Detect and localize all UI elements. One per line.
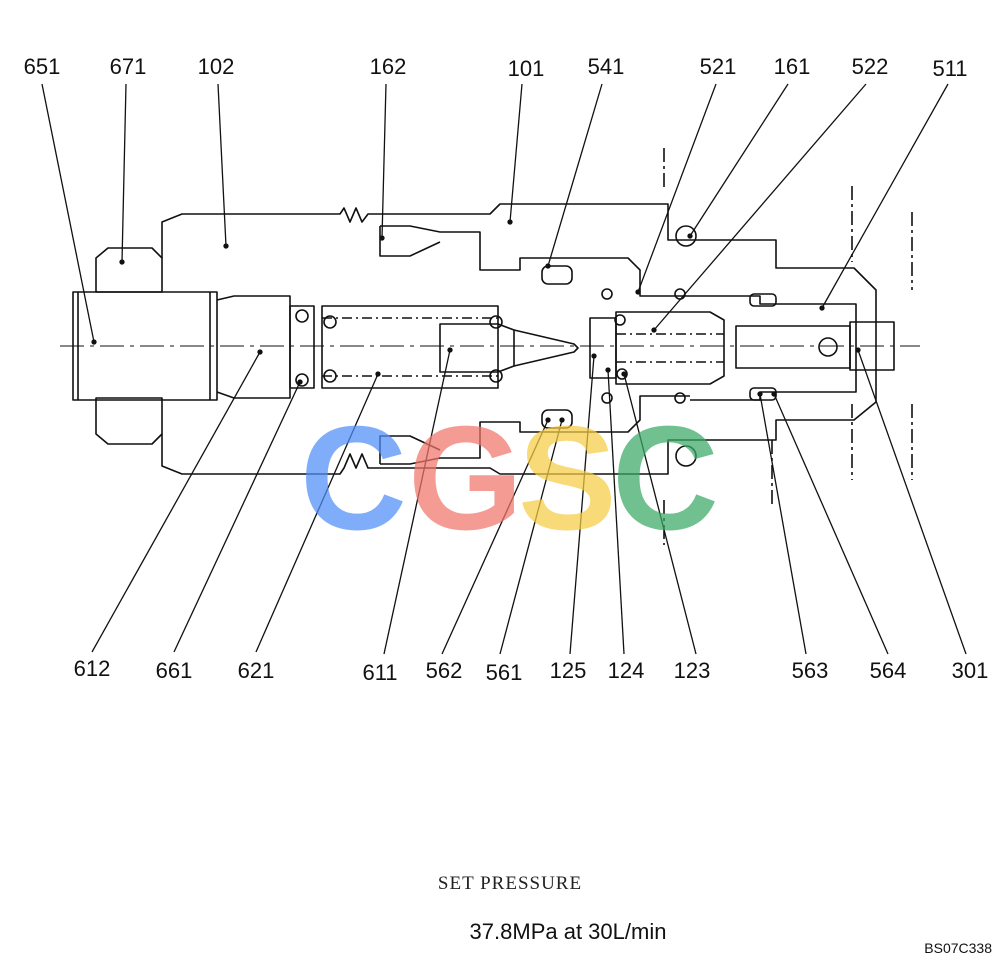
part-label: 651 [23, 54, 61, 79]
hex-nut-671 [95, 247, 163, 293]
part-label: 661 [155, 658, 193, 683]
part-label: 561 [485, 660, 523, 685]
part-label: 541 [587, 54, 625, 79]
watermark-letter-s: S [518, 396, 617, 561]
sleeve-511 [690, 295, 857, 401]
set-pressure-value: 37.8MPa at 30L/min [469, 919, 667, 944]
watermark-letter-g: G [408, 396, 524, 561]
part-label: 511 [932, 56, 968, 81]
piston-522 [615, 311, 725, 385]
part-label: 101 [507, 56, 545, 81]
seat-125 [589, 317, 617, 379]
o-ring-161 [675, 225, 697, 247]
watermark-letter-c2: C [612, 396, 719, 561]
part-label: 612 [73, 656, 111, 681]
part-label: 124 [607, 658, 645, 683]
part-label: 521 [699, 54, 737, 79]
part-label: 125 [549, 658, 587, 683]
watermark-letter-c1: C [300, 396, 407, 561]
part-label: 671 [109, 54, 147, 79]
part-label: 621 [237, 658, 275, 683]
part-label: 301 [951, 658, 989, 683]
part-label: 562 [425, 658, 463, 683]
part-label: 161 [773, 54, 811, 79]
part-label: 162 [369, 54, 407, 79]
hex-nut-671-lower [95, 397, 163, 445]
part-label: 102 [197, 54, 235, 79]
part-label: 611 [362, 660, 398, 685]
adjust-screw-612 [216, 295, 291, 399]
part-label: 123 [673, 658, 711, 683]
drawing-code: BS07C338 [924, 940, 992, 956]
part-label: 564 [869, 658, 907, 683]
spring-chamber-621 [321, 305, 499, 389]
part-label: 522 [851, 54, 889, 79]
part-label: 563 [791, 658, 829, 683]
set-pressure-title: SET PRESSURE [437, 873, 583, 894]
